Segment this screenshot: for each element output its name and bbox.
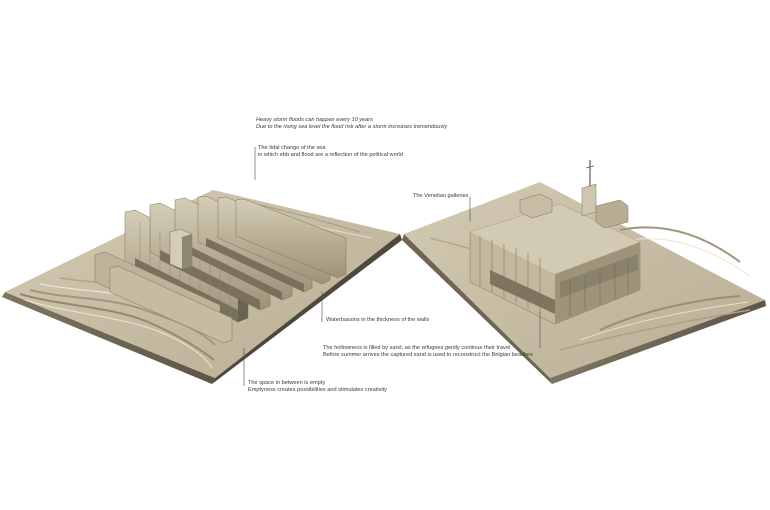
annotation-tidal: The tidal change of the sea in which ebb… (258, 145, 403, 159)
annotation-space-line2: Emptyness creates possibilities and stim… (248, 387, 387, 393)
annotation-space-line1: The space in between is empty (248, 380, 326, 386)
annotation-hollowness: The hollowness is filled by sand, as the… (323, 345, 533, 359)
annotation-tidal-line1: The tidal change of the sea (258, 145, 326, 151)
annotation-hollowness-line2: Before summer arrives the captured sand … (323, 352, 533, 358)
right-model (402, 160, 766, 384)
annotation-hollowness-line1: The hollowness is filled by sand, as the… (323, 345, 511, 351)
annotation-storm-line1: Heavy storm floods can happen every 10 y… (256, 117, 373, 123)
annotation-space: The space in between is empty Emptyness … (248, 380, 387, 394)
left-walls (94, 195, 347, 344)
annotation-waterbassins-text: Waterbassins in the thickness of the wal… (326, 317, 430, 323)
annotation-waterbassins: Waterbassins in the thickness of the wal… (326, 317, 429, 324)
annotation-tidal-line2: in which ebb and flood are a reflection … (258, 152, 403, 158)
leader-lines (243, 147, 541, 386)
annotation-venetian-text: The Venetian galleries (413, 193, 469, 199)
annotation-venetian: The Venetian galleries (413, 193, 468, 200)
annotation-storm-line2: Due to the rising sea level the flood ri… (256, 124, 448, 130)
left-model (2, 190, 402, 384)
annotation-storm: Heavy storm floods can happen every 10 y… (256, 117, 447, 131)
